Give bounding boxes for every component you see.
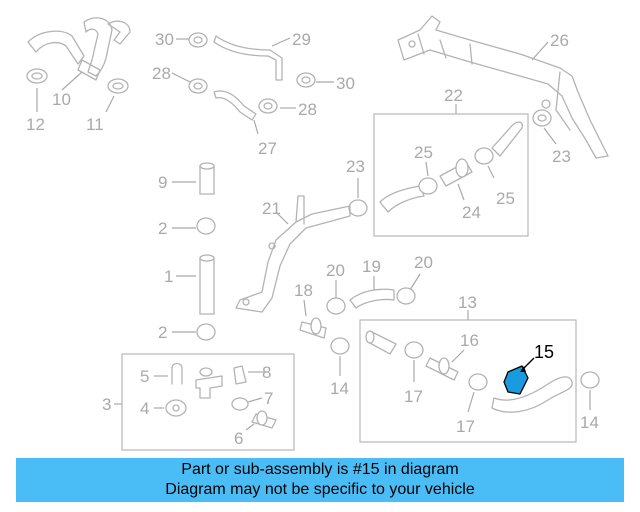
part-28-clamp-a[interactable]: [188, 78, 208, 94]
part-19-hose[interactable]: [349, 288, 395, 309]
label-21: 21: [262, 199, 281, 218]
label-4: 4: [140, 399, 149, 418]
part-16-connector[interactable]: [425, 357, 459, 381]
label-23-b: 23: [552, 147, 571, 166]
part-25-hose-b[interactable]: [491, 121, 523, 157]
part-30-clamp-b[interactable]: [296, 72, 316, 88]
part-25-hose-a[interactable]: [379, 185, 425, 213]
label-17-b: 17: [456, 417, 475, 436]
label-10: 10: [52, 90, 71, 109]
label-12: 12: [26, 115, 45, 134]
info-banner: Part or sub-assembly is #15 in diagram D…: [16, 458, 624, 502]
part-17-clamp-b[interactable]: [468, 373, 488, 391]
part-30-clamp-a[interactable]: [188, 32, 208, 48]
label-25-b: 25: [496, 189, 515, 208]
part-11-clamp[interactable]: [107, 78, 129, 94]
part-14-clamp-b[interactable]: [580, 371, 600, 389]
label-23-a: 23: [346, 157, 365, 176]
label-3: 3: [102, 395, 111, 414]
part-15-highlighted[interactable]: [503, 365, 529, 395]
label-8: 8: [262, 363, 271, 382]
label-27: 27: [258, 139, 277, 158]
part-24-connector[interactable]: [439, 158, 473, 187]
part-17-clamp-a[interactable]: [404, 341, 424, 359]
part-21-pipe[interactable]: [235, 195, 351, 313]
label-9: 9: [158, 173, 167, 192]
label-30-a: 30: [155, 30, 174, 49]
part-18-connector[interactable]: [299, 317, 327, 339]
label-20-b: 20: [414, 253, 433, 272]
label-29: 29: [292, 30, 311, 49]
label-14-b: 14: [580, 413, 599, 432]
label-18: 18: [294, 281, 313, 300]
label-24: 24: [462, 203, 481, 222]
part-hose-large[interactable]: [491, 376, 573, 413]
banner-line-2: Diagram may not be specific to your vehi…: [165, 481, 475, 498]
subassembly-box-22: [373, 113, 529, 237]
label-26: 26: [550, 31, 569, 50]
part-14-clamp-a[interactable]: [330, 337, 350, 355]
label-6: 6: [234, 429, 243, 448]
label-5: 5: [140, 367, 149, 386]
part-12-clamp[interactable]: [26, 68, 48, 84]
label-30-b: 30: [336, 74, 355, 93]
label-22: 22: [444, 86, 463, 105]
part-27-hose[interactable]: [213, 90, 257, 121]
part-23-clamp-b[interactable]: [532, 109, 552, 127]
part-23-clamp-a[interactable]: [348, 199, 368, 217]
subassembly-box-3: [121, 353, 295, 451]
part-25-clamp-a[interactable]: [418, 177, 438, 195]
part-hose-small[interactable]: [365, 330, 397, 355]
label-17-a: 17: [404, 387, 423, 406]
part-tee-fitting[interactable]: [195, 367, 223, 399]
part-6-fitting[interactable]: [251, 410, 277, 429]
label-7: 7: [264, 389, 273, 408]
label-11: 11: [86, 115, 104, 134]
label-2-a: 2: [158, 219, 167, 238]
label-13: 13: [458, 293, 477, 312]
banner-line-1: Part or sub-assembly is #15 in diagram: [181, 461, 459, 478]
part-28-clamp-b[interactable]: [258, 98, 278, 114]
label-14-a: 14: [330, 379, 349, 398]
part-1-pipe[interactable]: [199, 254, 215, 315]
label-2-b: 2: [158, 323, 167, 342]
part-2-clamp-a[interactable]: [196, 217, 216, 235]
part-20-clamp-b[interactable]: [396, 287, 416, 305]
label-16: 16: [460, 331, 479, 350]
part-20-clamp-a[interactable]: [326, 297, 346, 315]
label-20-a: 20: [326, 261, 345, 280]
label-1: 1: [164, 267, 173, 286]
part-9-valve[interactable]: [199, 162, 215, 195]
label-28-a: 28: [152, 64, 171, 83]
part-8-bracket[interactable]: [233, 365, 247, 385]
part-4-gasket[interactable]: [165, 399, 187, 417]
label-15: 15: [534, 342, 554, 362]
part-29-hose[interactable]: [213, 35, 283, 81]
part-5-bracket[interactable]: [171, 362, 183, 385]
label-19: 19: [362, 257, 381, 276]
label-25-a: 25: [414, 143, 433, 162]
part-7-gasket[interactable]: [231, 397, 249, 411]
label-28-b: 28: [298, 100, 317, 119]
part-10-hose[interactable]: [27, 17, 131, 81]
part-26-pipe-assembly[interactable]: [397, 15, 609, 159]
part-2-clamp-b[interactable]: [196, 323, 216, 341]
part-25-clamp-b[interactable]: [474, 147, 494, 165]
